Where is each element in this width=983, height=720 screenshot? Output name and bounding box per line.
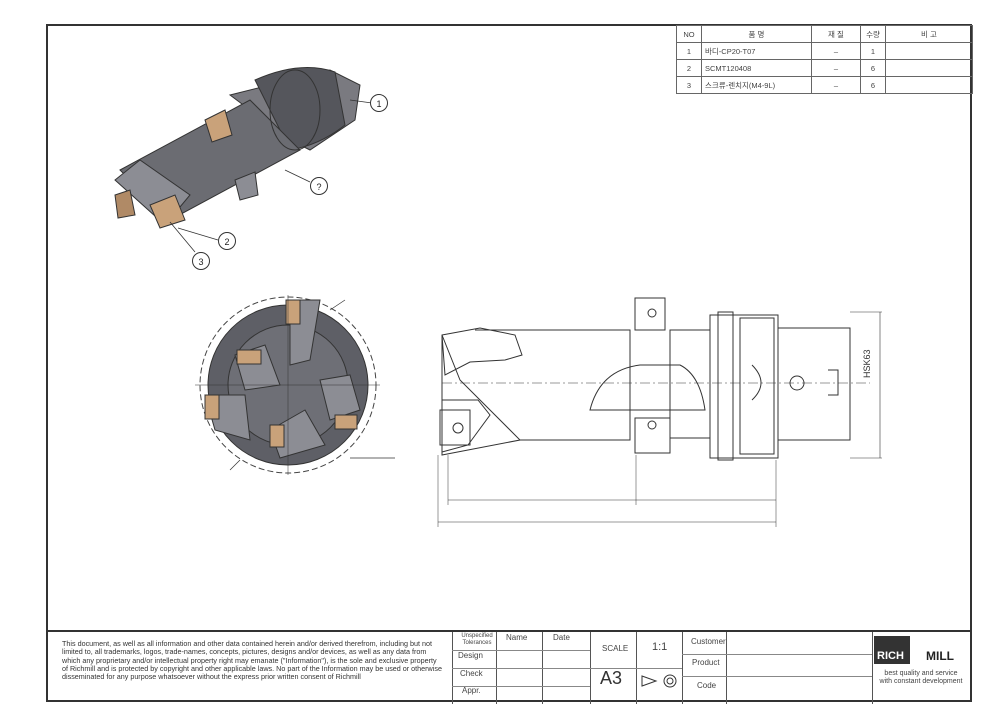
divider (726, 632, 727, 704)
row-no: 3 (676, 76, 702, 94)
parts-list-table: NO 품 명 재 질 수량 비 고 1 바디-CP20-T07 – 1 2 SC… (676, 25, 973, 94)
title-block: This document, as well as all informatio… (46, 630, 972, 704)
balloon-part-1: 1 (370, 94, 388, 112)
design-label: Design (458, 651, 483, 660)
table-row: 3 스크류-렌치지(M4-9L) – 6 (676, 76, 973, 94)
date-column-label: Date (553, 633, 570, 642)
balloon-part-unknown: ? (310, 177, 328, 195)
customer-label: Customer (691, 637, 726, 646)
company-logo (874, 636, 910, 664)
divider (682, 632, 683, 704)
balloon-part-3: 3 (192, 252, 210, 270)
row-material: – (811, 76, 861, 94)
divider (590, 668, 682, 669)
product-label: Product (692, 658, 720, 667)
table-row: 1 바디-CP20-T07 – 1 (676, 42, 973, 60)
end-view (195, 295, 395, 475)
company-tagline: best quality and service with constant d… (879, 670, 963, 685)
side-view (437, 297, 882, 527)
projection-symbol-icon (641, 674, 677, 688)
table-row: 2 SCMT120408 – 6 (676, 59, 973, 77)
divider (682, 654, 872, 655)
check-label: Check (460, 669, 483, 678)
logo-text-left: RICH (877, 650, 904, 662)
divider (452, 686, 590, 687)
hsk-dimension-label: HSK63 (862, 349, 872, 378)
logo-text-right: MILL (926, 649, 954, 663)
code-label: Code (697, 681, 717, 690)
sheet-size: A3 (600, 668, 623, 688)
approval-label: Appr. (462, 686, 481, 695)
drawing-frame (46, 24, 972, 702)
isometric-view (114, 67, 373, 253)
scale-value: 1:1 (652, 641, 668, 653)
row-note (885, 76, 973, 94)
name-column-label: Name (506, 633, 528, 642)
unspecified-tolerances-label: Unspecified Tolerances (461, 633, 493, 646)
legal-notice: This document, as well as all informatio… (62, 639, 442, 682)
divider (682, 676, 872, 677)
divider (452, 650, 590, 651)
parts-list-header: NO 품 명 재 질 수량 비 고 (676, 25, 973, 43)
scale-label: SCALE (602, 644, 629, 653)
divider (872, 632, 873, 704)
divider (452, 668, 590, 669)
balloon-part-2: 2 (218, 232, 236, 250)
